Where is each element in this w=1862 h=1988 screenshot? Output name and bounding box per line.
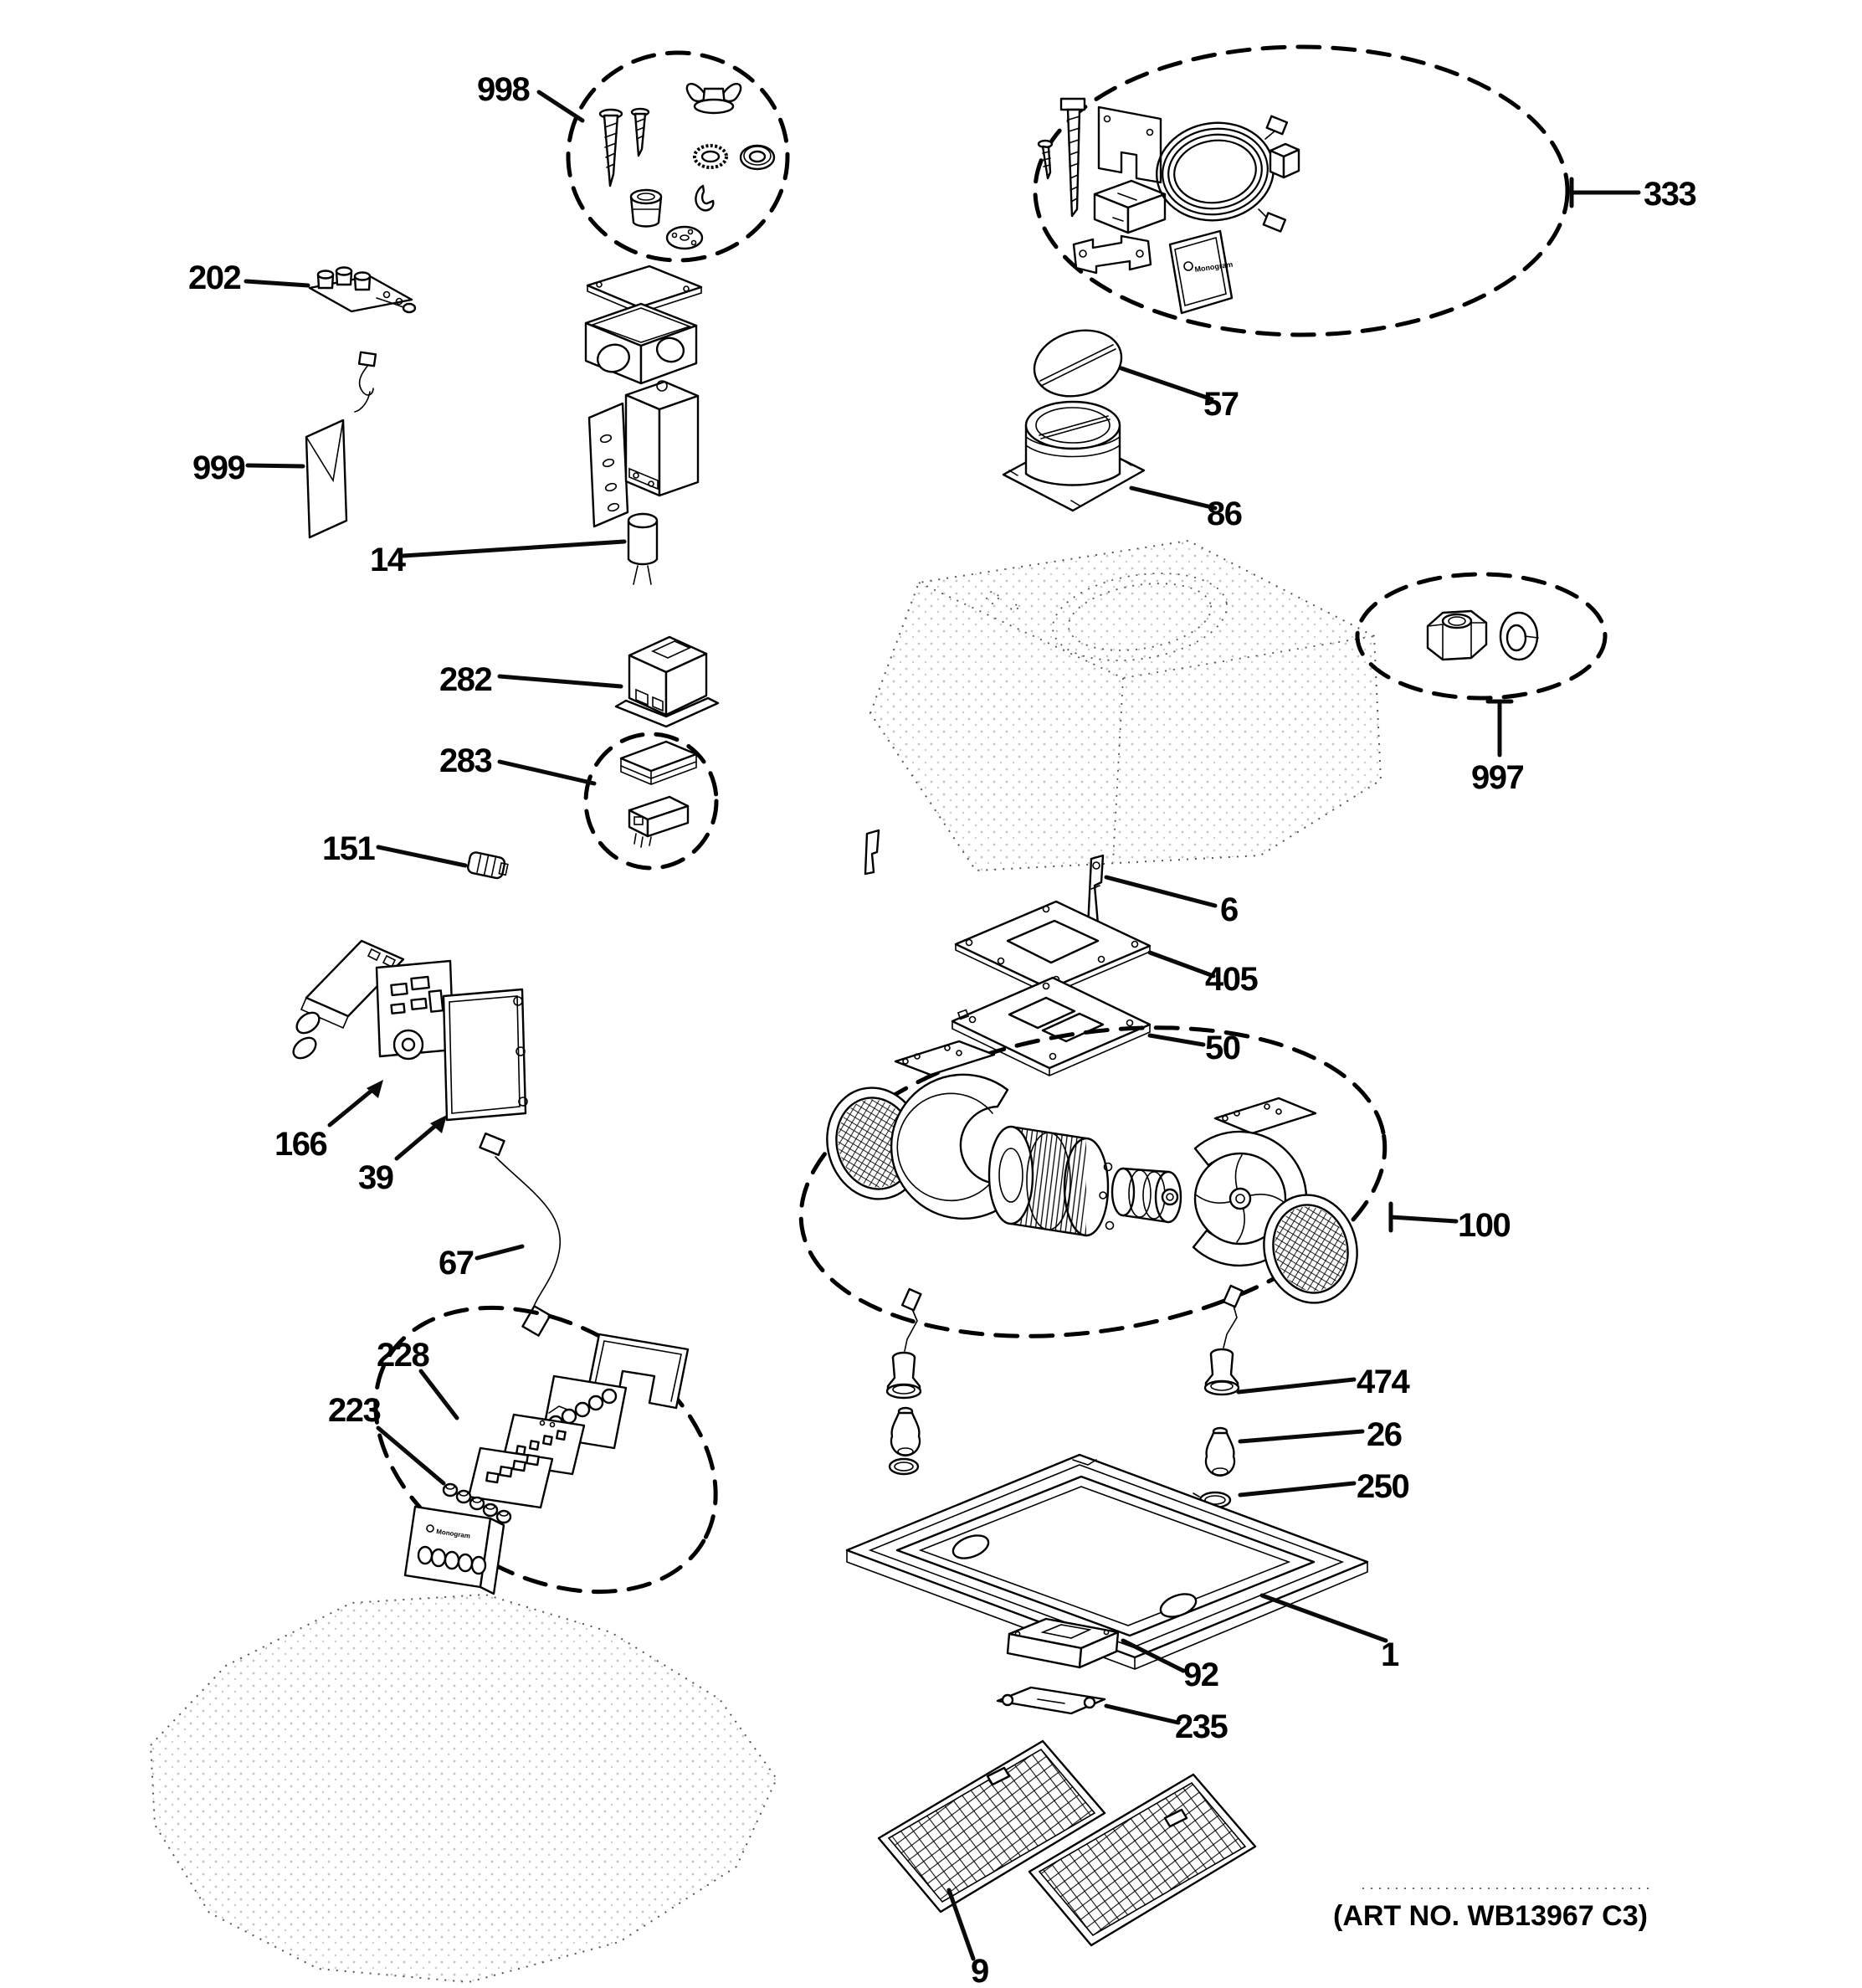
grease-filter-right — [1028, 1773, 1257, 1947]
lamp-bulb-26 — [1204, 1426, 1236, 1477]
callout-100: 100 — [1458, 1207, 1510, 1244]
control-panel-kit-228: Monogram — [373, 1305, 718, 1595]
grease-filter-left — [877, 1739, 1106, 1914]
lamp-gasket-left — [888, 1457, 920, 1476]
callout-1: 1 — [1381, 1636, 1399, 1673]
spacer-grommet-icon — [629, 188, 663, 228]
damper-assembly-86 — [1002, 400, 1146, 512]
callout-333: 333 — [1644, 176, 1695, 213]
damper-flap-57 — [1033, 329, 1123, 398]
transformer-282 — [614, 635, 720, 728]
callout-67: 67 — [439, 1245, 474, 1282]
lamp-lens-92 — [1006, 1617, 1120, 1669]
callout-223: 223 — [328, 1392, 380, 1429]
footer: (ART NO. WB13967 C3) — [1333, 1888, 1649, 1932]
support-bracket-6 — [1086, 854, 1105, 929]
hood-canopy-phantom — [864, 539, 1382, 876]
art-number-text: (ART NO. WB13967 C3) — [1333, 1900, 1648, 1932]
screw-icon — [630, 107, 650, 157]
washer-icon — [739, 144, 776, 171]
top-plate-405 — [954, 900, 1152, 995]
canopy-side-bracket — [864, 829, 880, 876]
junction-sleeve-icon — [1093, 179, 1167, 234]
callout-997: 997 — [1471, 759, 1523, 796]
control-faceplate: Monogram — [403, 1505, 505, 1595]
callout-999: 999 — [192, 449, 244, 486]
callout-labels: 998 333 202 999 14 282 283 151 166 39 67… — [188, 71, 1697, 1988]
callout-250: 250 — [1357, 1468, 1408, 1505]
blower-assembly-100 — [798, 1025, 1388, 1338]
junction-box — [584, 302, 698, 385]
callout-39: 39 — [358, 1159, 393, 1196]
wing-nut-icon — [685, 83, 742, 115]
filter-retainer-235 — [996, 1686, 1106, 1715]
wire-harness-67 — [479, 1132, 562, 1337]
callout-92: 92 — [1183, 1657, 1218, 1693]
callout-474: 474 — [1357, 1364, 1410, 1400]
screw-icon — [598, 108, 623, 187]
blower-wheel — [987, 1125, 1110, 1237]
callout-6: 6 — [1220, 891, 1238, 928]
power-cord-coil-icon — [1156, 121, 1275, 222]
callout-26: 26 — [1367, 1416, 1402, 1453]
bottom-frame-1 — [845, 1453, 1369, 1670]
callout-282: 282 — [439, 661, 491, 698]
washer-icon — [1499, 611, 1539, 661]
connector-151 — [467, 851, 509, 880]
capacitor-14 — [627, 512, 659, 585]
leader-lines — [244, 90, 1641, 1961]
hex-nut-icon — [1426, 609, 1488, 661]
control-housing-166 — [292, 939, 405, 1060]
electrical-box-assembly — [587, 380, 700, 528]
blower-grille-right — [1263, 1194, 1358, 1304]
hook-clip-icon — [354, 351, 377, 413]
lamp-bulb-left — [890, 1406, 921, 1456]
control-board — [375, 959, 455, 1061]
callout-235: 235 — [1175, 1708, 1228, 1745]
callout-57: 57 — [1203, 386, 1239, 423]
callout-283: 283 — [439, 742, 491, 779]
install-kit-333: Monogram — [1033, 44, 1570, 337]
terminal-block-202 — [308, 266, 417, 314]
connector-box-icon — [1269, 142, 1300, 179]
callout-202: 202 — [188, 259, 240, 296]
bottom-plate-50 — [951, 976, 1152, 1076]
scroll-housing-left — [890, 1040, 1011, 1220]
button-caps-223 — [442, 1482, 512, 1524]
mount-bracket-icon — [1097, 105, 1162, 184]
callout-998: 998 — [477, 71, 530, 108]
blower-motor — [1099, 1162, 1182, 1230]
lamp-socket-left — [885, 1287, 922, 1400]
mount-disc-icon — [665, 225, 704, 250]
clip-icon — [695, 184, 715, 212]
lamp-gasket-left-inner — [894, 1461, 914, 1472]
monogram-card-icon: Monogram — [1168, 229, 1234, 315]
callout-151: 151 — [322, 830, 375, 867]
lamp-socket-474 — [1203, 1284, 1244, 1396]
screw-icon — [1037, 139, 1054, 180]
board-cover-39 — [442, 988, 528, 1122]
callout-14: 14 — [370, 542, 407, 578]
countertop-phantom — [149, 1593, 778, 1984]
nut-washer-kit-997 — [1355, 572, 1608, 701]
callout-166: 166 — [274, 1126, 326, 1163]
lock-washer-icon — [693, 144, 728, 169]
duct-bracket-icon — [1072, 234, 1152, 275]
callout-50: 50 — [1205, 1030, 1240, 1066]
cutout-board — [467, 1446, 554, 1509]
callout-86: 86 — [1207, 496, 1242, 532]
callout-9: 9 — [971, 1953, 988, 1988]
literature-envelope-999 — [305, 419, 348, 539]
gasket-tab — [1193, 1492, 1200, 1497]
callout-405: 405 — [1205, 961, 1258, 998]
hardware-kit-998 — [566, 50, 790, 263]
lag-bolt-icon — [1059, 97, 1086, 218]
callout-228: 228 — [377, 1337, 429, 1374]
switch-kit-283 — [583, 732, 719, 871]
